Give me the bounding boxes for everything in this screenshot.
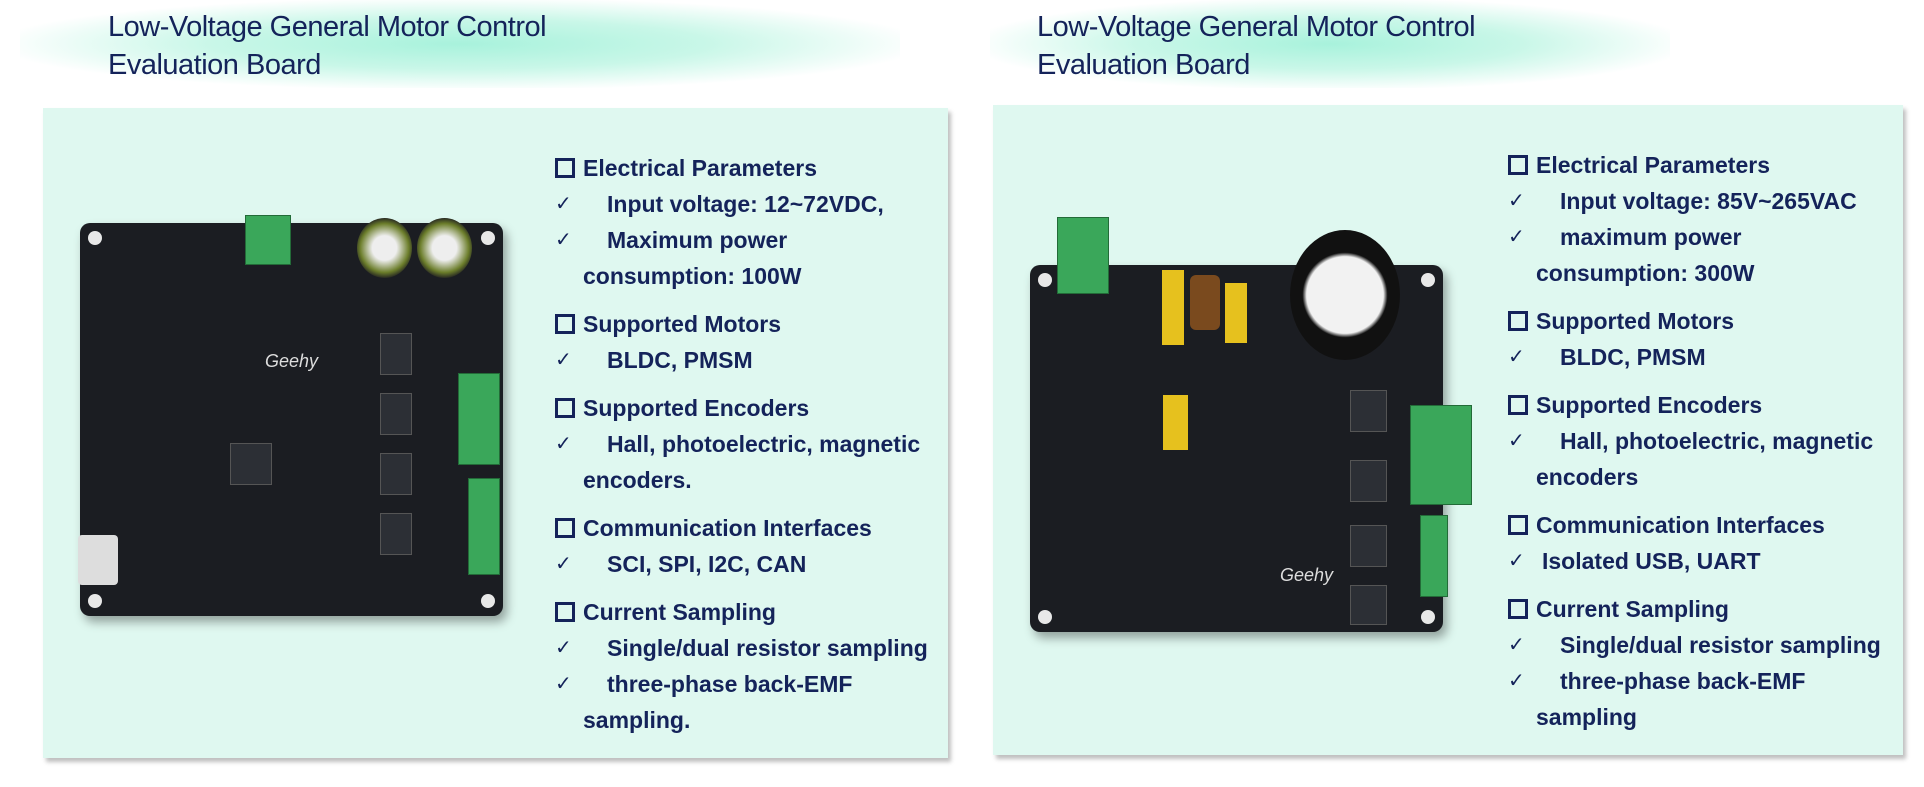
capacitor [357,218,412,278]
spec-item: encoders [1536,464,1639,490]
spec-section: Current Sampling ✓ Single/dual resistor s… [555,594,928,738]
spec-section: Supported Encoders ✓ Hall, photoelectric,… [555,390,928,498]
checkmark-icon: ✓ [1508,634,1525,656]
square-bullet-icon [1508,599,1528,619]
checkmark-icon: ✓ [1508,226,1525,248]
spec-item: sampling [1536,704,1637,730]
checkmark-icon: ✓ [555,193,572,215]
spec-item: encoders. [583,467,692,493]
spec-item: maximum power [1560,224,1742,250]
board-logo: Geehy [1280,565,1334,585]
section-heading: Supported Motors [1536,308,1735,334]
spec-item: sampling. [583,707,691,733]
title-band-right [990,0,1670,88]
low-voltage-board-image: Geehy [78,215,503,616]
encoder-terminal [468,478,500,575]
spec-item: three-phase back-EMF [1560,668,1806,694]
spec-item: consumption: 100W [583,263,802,289]
spec-section: Electrical Parameters ✓ Input voltage: 12… [555,150,928,294]
square-bullet-icon [555,398,575,418]
spec-section: Current Sampling ✓ Single/dual resistor s… [1508,591,1881,735]
high-voltage-board-image: Geehy [1030,217,1472,632]
section-heading: Current Sampling [1536,596,1729,622]
encoder-terminal [1420,515,1448,597]
right-title: Low-Voltage General Motor Control Evalua… [1037,8,1476,84]
section-heading: Electrical Parameters [1536,152,1770,178]
board-logo: Geehy [265,351,319,371]
section-heading: Supported Encoders [1536,392,1763,418]
spec-item: Single/dual resistor sampling [607,635,928,661]
power-terminal [245,215,291,265]
spec-item: Input voltage: 12~72VDC, [607,191,884,217]
title-band-left [20,0,900,88]
left-spec-list: Electrical Parameters ✓ Input voltage: 12… [555,150,928,738]
checkmark-icon: ✓ [1508,346,1525,368]
checkmark-icon: ✓ [555,229,572,251]
section-heading: Supported Motors [583,311,782,337]
spec-item: Input voltage: 85V~265VAC [1560,188,1857,214]
ac-input-terminal [1057,217,1109,294]
section-heading: Communication Interfaces [583,515,872,541]
checkmark-icon: ✓ [555,553,572,575]
spec-item: Isolated USB, UART [1542,548,1761,574]
square-bullet-icon [1508,311,1528,331]
square-bullet-icon [555,602,575,622]
square-bullet-icon [1508,395,1528,415]
right-title-line2: Evaluation Board [1037,49,1250,81]
square-bullet-icon [555,518,575,538]
spec-item: Hall, photoelectric, magnetic [1560,428,1874,454]
checkmark-icon: ✓ [555,637,572,659]
spec-item: BLDC, PMSM [1560,344,1706,370]
checkmark-icon: ✓ [555,349,572,371]
checkmark-icon: ✓ [1508,430,1525,452]
bulk-capacitor [1290,230,1400,360]
motor-terminal [1410,405,1472,505]
checkmark-icon: ✓ [1508,670,1525,692]
spec-section: Communication Interfaces ✓ SCI, SPI, I2C,… [555,510,928,582]
left-title: Low-Voltage General Motor Control Evalua… [108,8,547,84]
spec-item: three-phase back-EMF [607,671,853,697]
motor-terminal [458,373,500,465]
spec-section: Supported Motors ✓ BLDC, PMSM [1508,303,1881,375]
spec-item: Maximum power [607,227,788,253]
checkmark-icon: ✓ [555,673,572,695]
left-title-line2: Evaluation Board [108,49,321,81]
left-title-line1: Low-Voltage General Motor Control [108,11,547,43]
section-heading: Communication Interfaces [1536,512,1825,538]
spec-section: Electrical Parameters ✓ Input voltage: 85… [1508,147,1881,291]
spec-item: BLDC, PMSM [607,347,753,373]
checkmark-icon: ✓ [1508,550,1525,572]
section-heading: Supported Encoders [583,395,810,421]
square-bullet-icon [555,314,575,334]
potentiometer [78,535,118,585]
right-title-line1: Low-Voltage General Motor Control [1037,11,1476,43]
checkmark-icon: ✓ [1508,190,1525,212]
section-heading: Electrical Parameters [583,155,817,181]
square-bullet-icon [555,158,575,178]
spec-item: SCI, SPI, I2C, CAN [607,551,807,577]
square-bullet-icon [1508,155,1528,175]
right-spec-list: Electrical Parameters ✓ Input voltage: 85… [1508,147,1881,735]
spec-section: Supported Motors ✓ BLDC, PMSM [555,306,928,378]
spec-section: Supported Encoders ✓ Hall, photoelectric,… [1508,387,1881,495]
square-bullet-icon [1508,515,1528,535]
spec-section: Communication Interfaces ✓ Isolated USB, … [1508,507,1881,579]
capacitor [417,218,472,278]
spec-item: Hall, photoelectric, magnetic [607,431,921,457]
checkmark-icon: ✓ [555,433,572,455]
spec-item: consumption: 300W [1536,260,1755,286]
section-heading: Current Sampling [583,599,776,625]
spec-item: Single/dual resistor sampling [1560,632,1881,658]
